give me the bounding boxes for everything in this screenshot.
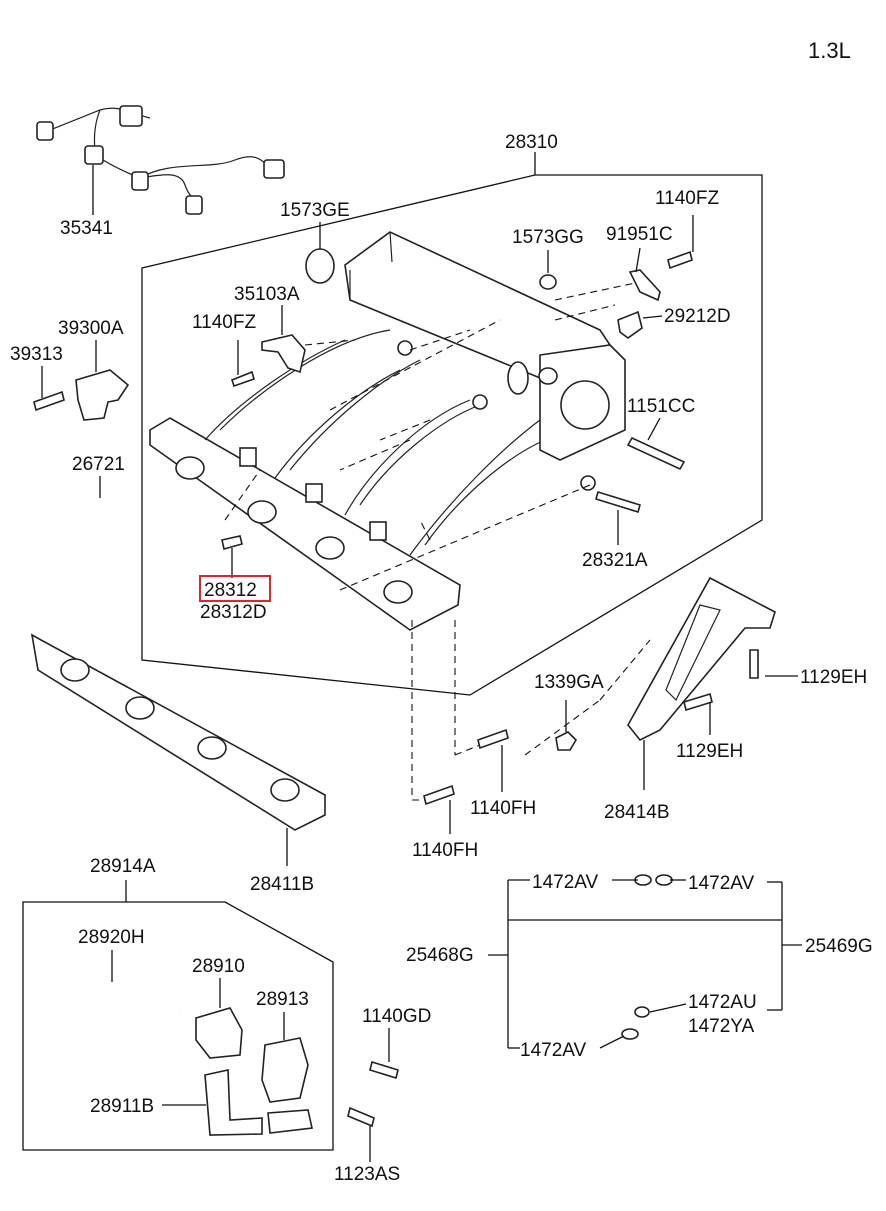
oring-1573ge-drawing (305, 248, 335, 284)
part-label-1129eh-lower[interactable]: 1129EH (676, 741, 743, 762)
wiring-harness-drawing (36, 105, 285, 215)
part-label-28411b[interactable]: 28411B (250, 874, 314, 895)
highlight-box-28312 (199, 575, 271, 602)
part-label-1140fz-top[interactable]: 1140FZ (655, 188, 719, 209)
engine-displacement-label: 1.3L (808, 38, 851, 63)
intake-manifold-drawing (149, 231, 626, 631)
part-label-29212d[interactable]: 29212D (664, 306, 731, 327)
part-label-39300a[interactable]: 39300A (58, 318, 124, 339)
part-label-1472av-top-right[interactable]: 1472AV (688, 873, 755, 894)
part-label-1472av-top-left[interactable]: 1472AV (532, 872, 599, 893)
part-label-1123as[interactable]: 1123AS (334, 1164, 400, 1185)
part-label-1129eh-right[interactable]: 1129EH (800, 667, 867, 688)
solenoid-kit-outline (22, 901, 334, 1151)
bracket-28414b-drawing (627, 576, 776, 742)
part-label-39313[interactable]: 39313 (10, 344, 63, 365)
part-label-1339ga[interactable]: 1339GA (534, 672, 604, 693)
part-label-91951c[interactable]: 91951C (606, 224, 673, 245)
part-label-35341[interactable]: 35341 (60, 218, 113, 239)
part-label-28312[interactable]: 28312 (204, 580, 257, 601)
part-label-1140fz-left[interactable]: 1140FZ (192, 312, 256, 333)
part-label-1472av-bottom[interactable]: 1472AV (520, 1040, 587, 1061)
part-label-25469g[interactable]: 25469G (805, 936, 873, 957)
part-label-28920h[interactable]: 28920H (78, 927, 145, 948)
part-label-28910[interactable]: 28910 (192, 956, 245, 977)
part-label-28321a[interactable]: 28321A (582, 550, 648, 571)
assembly-guide-lines (224, 281, 651, 801)
part-label-1472au[interactable]: 1472AU (688, 992, 757, 1013)
part-label-25468g[interactable]: 25468G (406, 945, 474, 966)
gasket-28411b-drawing (30, 633, 326, 831)
part-label-1140fh-lower[interactable]: 1140FH (412, 840, 478, 861)
part-label-1151cc[interactable]: 1151CC (627, 396, 695, 417)
part-label-28913[interactable]: 28913 (256, 989, 309, 1010)
part-label-28914a[interactable]: 28914A (90, 856, 156, 877)
part-label-1573gg[interactable]: 1573GG (512, 227, 584, 248)
part-label-1573ge[interactable]: 1573GE (280, 200, 350, 221)
part-label-35103a[interactable]: 35103A (234, 284, 300, 305)
part-label-28911b[interactable]: 28911B (90, 1096, 154, 1117)
part-label-1472ya[interactable]: 1472YA (688, 1016, 755, 1037)
part-label-28310[interactable]: 28310 (505, 132, 558, 153)
part-label-28312d[interactable]: 28312D (200, 602, 267, 623)
part-label-1140gd[interactable]: 1140GD (362, 1006, 431, 1027)
part-label-26721[interactable]: 26721 (72, 454, 125, 475)
part-label-1140fh-upper[interactable]: 1140FH (470, 798, 536, 819)
part-label-28414b[interactable]: 28414B (604, 802, 670, 823)
